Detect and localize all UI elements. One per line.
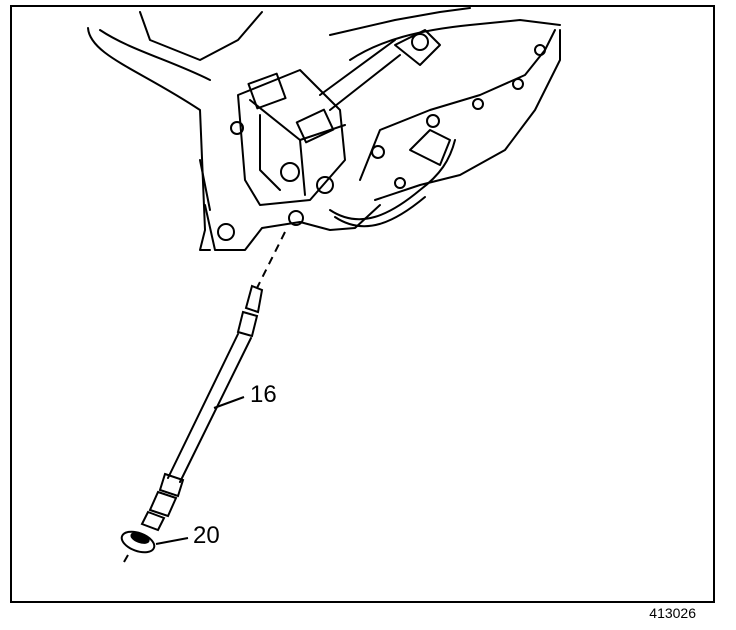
diagram-border bbox=[10, 5, 715, 603]
transmission-case bbox=[87, 7, 561, 251]
leader-line-16 bbox=[213, 396, 245, 409]
callout-16: 16 bbox=[250, 381, 277, 408]
filler-tube bbox=[140, 284, 264, 532]
figure-id: 413026 bbox=[649, 605, 696, 621]
callout-20: 20 bbox=[193, 522, 220, 549]
leader-line-20 bbox=[155, 537, 189, 545]
alignment-line bbox=[256, 231, 286, 289]
seal bbox=[120, 530, 156, 563]
